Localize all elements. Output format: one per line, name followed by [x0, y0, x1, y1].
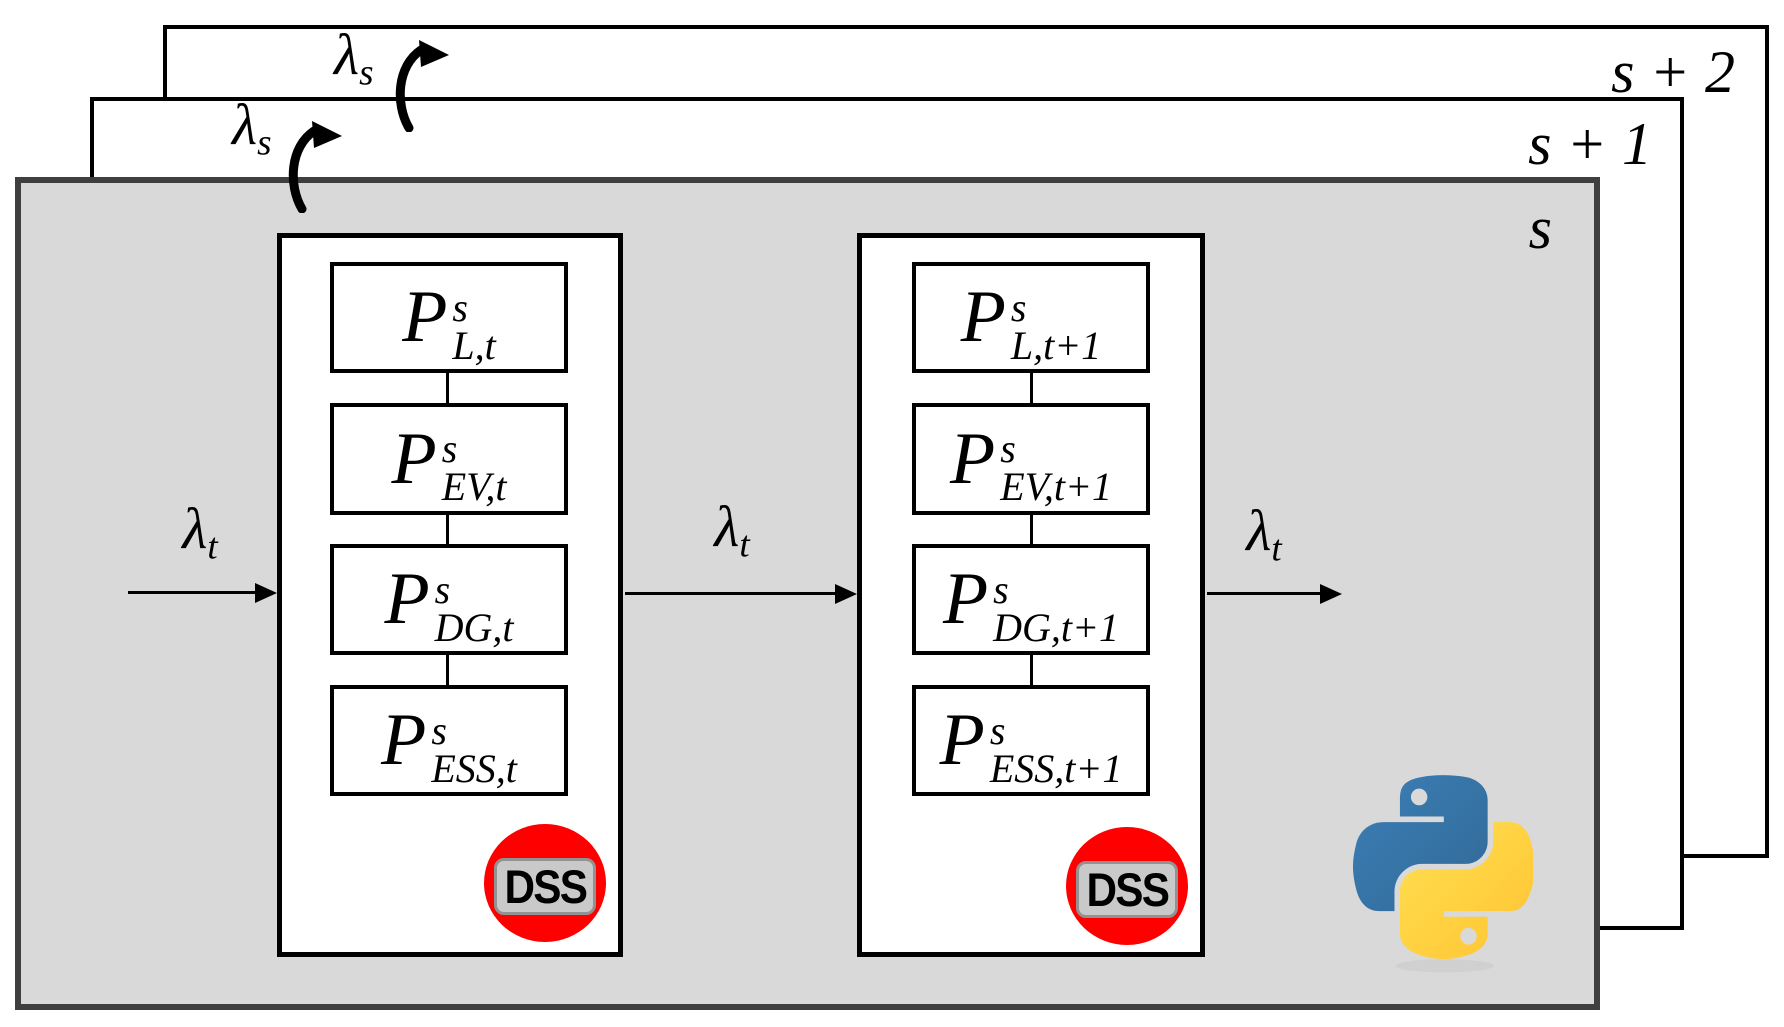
- lambda-t-label-middle: λt: [714, 494, 750, 566]
- scenario-label-s-plus-1: s + 1: [1528, 111, 1652, 177]
- scenario-label-s: s: [1528, 195, 1552, 261]
- lambda-s-subscript: s: [359, 52, 374, 94]
- lambda-t-arrow-input: [128, 582, 277, 603]
- lambda-t-arrow-output: [1207, 583, 1342, 604]
- scenario-loop-arrow-lower: [288, 121, 342, 213]
- lambda-s-annotation-upper: λs: [334, 26, 374, 92]
- python-logo-icon: [1353, 775, 1533, 973]
- lambda-symbol: λ: [334, 22, 360, 87]
- lambda-s-subscript: s: [257, 122, 272, 164]
- opendss-badge-icon: DSS: [1066, 827, 1188, 945]
- opendss-badge-text: DSS: [504, 860, 587, 913]
- lambda-symbol: λ: [232, 92, 258, 157]
- opendss-badge-plate: DSS: [494, 858, 596, 915]
- lambda-t-arrow-middle: [625, 583, 857, 604]
- lambda-s-annotation-lower: λs: [232, 96, 272, 162]
- box-connector: [1030, 515, 1033, 544]
- scenario-label-s-plus-2: s + 2: [1611, 39, 1735, 105]
- box-connector: [1030, 373, 1033, 403]
- box-connector: [446, 655, 449, 685]
- lambda-t-label-output: λt: [1246, 498, 1282, 570]
- scenario-loop-arrow-upper: [395, 40, 449, 132]
- box-connector: [446, 515, 449, 544]
- opendss-badge-plate: DSS: [1076, 861, 1178, 918]
- box-connector: [1030, 655, 1033, 685]
- opendss-badge-text: DSS: [1086, 863, 1169, 916]
- box-connector: [446, 373, 449, 403]
- lambda-t-label-input: λt: [182, 496, 218, 568]
- opendss-badge-icon: DSS: [484, 824, 606, 942]
